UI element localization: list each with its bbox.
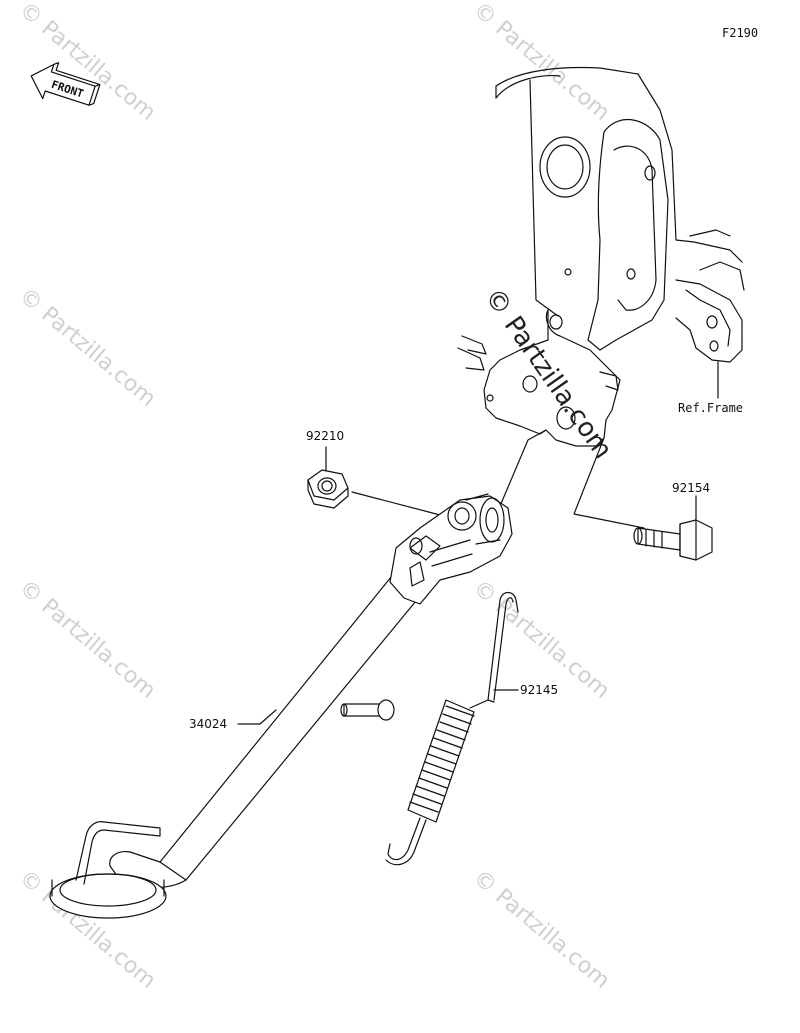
- bolt-bracket-leader: [573, 437, 645, 529]
- part-label-stand: 34024: [189, 717, 227, 731]
- spring-92145: [385, 591, 519, 866]
- nut-to-stand-line: [351, 491, 445, 517]
- stand-bracket-leader: [499, 429, 547, 507]
- watermark: © Partzilla.com: [14, 0, 160, 126]
- nut-92210: [307, 469, 349, 509]
- watermark: © Partzilla.com: [14, 575, 160, 703]
- part-label-spring: 92145: [520, 683, 558, 697]
- part-label-bolt: 92154: [672, 481, 710, 495]
- side-stand-34024: [49, 493, 513, 919]
- bolt-92154: [633, 519, 713, 561]
- watermark-group: © Partzilla.com © Partzilla.com © Partzi…: [14, 0, 614, 994]
- part-label-nut: 92210: [306, 429, 344, 443]
- diagram-code: F2190: [722, 26, 758, 40]
- frame-drawing: [457, 66, 745, 447]
- stand-leader-d: [259, 709, 277, 725]
- watermark: © Partzilla.com: [468, 0, 614, 126]
- front-arrow-icon: FRONT: [30, 62, 101, 106]
- watermark: © Partzilla.com: [14, 283, 160, 411]
- ref-frame-label: Ref.Frame: [678, 401, 743, 415]
- watermark: © Partzilla.com: [468, 865, 614, 993]
- spring-coils: [409, 705, 475, 813]
